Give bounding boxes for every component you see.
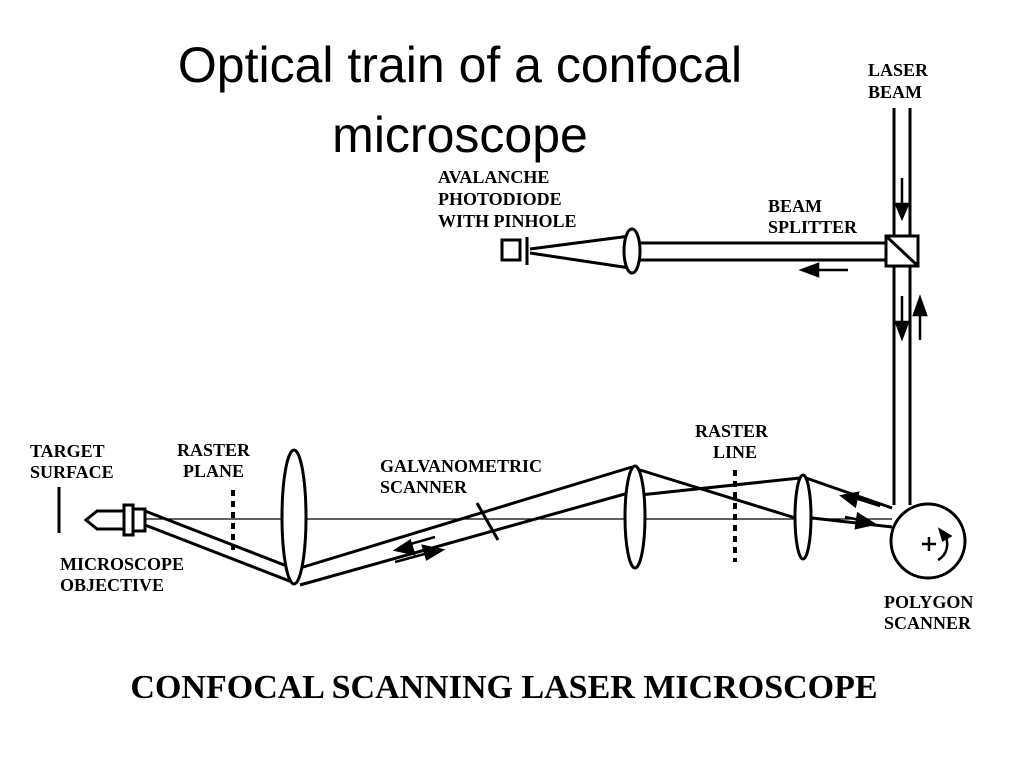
label-microscope-objective-l1: MICROSCOPE xyxy=(60,554,184,574)
label-target-surface-l2: SURFACE xyxy=(30,462,114,482)
label-target-surface-l1: TARGET xyxy=(30,441,105,461)
polygon-rotation-icon xyxy=(922,527,953,562)
galvanometric-mirror xyxy=(475,502,500,541)
detector-lens xyxy=(622,227,642,275)
diagram-caption: CONFOCAL SCANNING LASER MICROSCOPE xyxy=(130,669,877,706)
label-galvanometric-scanner: GALVANOMETRIC SCANNER xyxy=(380,456,547,497)
label-microscope-objective: MICROSCOPE OBJECTIVE xyxy=(60,554,189,595)
label-laser-beam-l2: BEAM xyxy=(868,82,922,102)
label-beam-splitter-l2: SPLITTER xyxy=(768,217,858,237)
return-beam xyxy=(529,234,886,270)
relay-lens-2 xyxy=(793,473,813,561)
label-raster-plane: RASTER PLANE xyxy=(177,440,255,481)
laser-beam xyxy=(892,108,912,505)
label-raster-line: RASTER LINE xyxy=(695,421,773,462)
label-photodiode-l3: WITH PINHOLE xyxy=(438,211,577,231)
scan-arrows xyxy=(392,491,881,564)
scan-beams xyxy=(144,465,893,587)
relay-lens-1 xyxy=(623,464,647,570)
label-target-surface: TARGET SURFACE xyxy=(30,441,114,482)
label-raster-line-l2: LINE xyxy=(713,442,757,462)
label-raster-plane-l2: PLANE xyxy=(183,461,244,481)
label-photodiode-l1: AVALANCHE xyxy=(438,167,549,187)
label-photodiode-l2: PHOTODIODE xyxy=(438,189,562,209)
label-beam-splitter-l1: BEAM xyxy=(768,196,822,216)
microscope-objective xyxy=(83,503,147,537)
label-microscope-objective-l2: OBJECTIVE xyxy=(60,575,164,595)
avalanche-photodiode xyxy=(500,237,529,265)
label-galvanometric-scanner-l2: SCANNER xyxy=(380,477,468,497)
beam-splitter xyxy=(884,234,920,268)
label-polygon-scanner-l1: POLYGON xyxy=(884,592,973,612)
title-line-2: microscope xyxy=(332,107,588,163)
label-laser-beam-l1: LASER xyxy=(868,60,929,80)
label-polygon-scanner: POLYGON SCANNER xyxy=(884,592,978,633)
direction-arrows xyxy=(798,178,928,342)
label-beam-splitter: BEAM SPLITTER xyxy=(768,196,858,237)
label-galvanometric-scanner-l1: GALVANOMETRIC xyxy=(380,456,542,476)
tube-lens xyxy=(280,448,308,586)
label-laser-beam: LASER BEAM xyxy=(868,60,933,102)
label-raster-line-l1: RASTER xyxy=(695,421,769,441)
title-line-1: Optical train of a confocal xyxy=(177,37,743,93)
label-polygon-scanner-l2: SCANNER xyxy=(884,613,972,633)
label-raster-plane-l1: RASTER xyxy=(177,440,251,460)
label-photodiode: AVALANCHE PHOTODIODE WITH PINHOLE xyxy=(438,167,577,231)
